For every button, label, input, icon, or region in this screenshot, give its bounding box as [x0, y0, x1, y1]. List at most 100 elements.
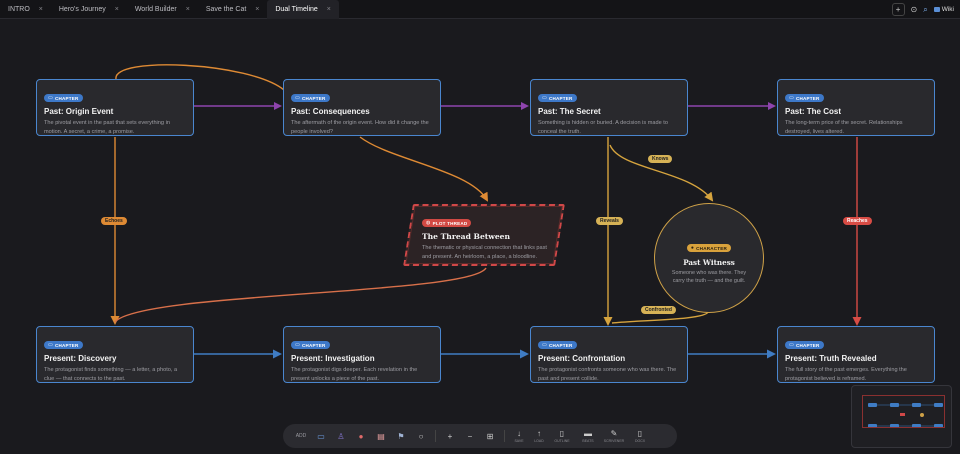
node-title: Past: Origin Event [44, 107, 114, 116]
tabbar-actions: + ⊙ ⌕ Wiki [891, 3, 954, 16]
person-icon: ● [690, 245, 695, 251]
edge-consequences-thread[interactable] [359, 136, 488, 202]
beats-icon: ▬ [584, 429, 592, 438]
thread-icon: ◍ [426, 220, 431, 226]
edge-label-reaches[interactable]: Reaches [843, 217, 872, 225]
node-description: Something is hidden or buried. A decisio… [538, 120, 668, 135]
grid-icon: ⊞ [486, 431, 494, 441]
node-title: Past: The Cost [785, 107, 842, 116]
node-present-confrontation[interactable]: ▭CHAPTER Present: Confrontation The prot… [530, 326, 688, 383]
add-event-button[interactable]: ⚑ [391, 426, 411, 446]
clock-icon[interactable]: ⊙ [910, 5, 918, 14]
node-character-past-witness[interactable]: ●CHARACTER Past Witness Someone who was … [654, 203, 764, 313]
bottom-toolbar: ADD ▭ ♙ ● ▤ ⚑ ○ + − ⊞ ↓SAVE ↑LOAD ▯OUTLI… [283, 424, 677, 448]
note-icon: ▤ [377, 431, 385, 441]
tab-world-builder[interactable]: World Builder× [127, 0, 198, 19]
node-description: The protagonist finds something — a lett… [44, 367, 178, 382]
add-note-button[interactable]: ▤ [371, 426, 391, 446]
close-icon[interactable]: × [326, 5, 331, 13]
chapter-badge: ▭CHAPTER [44, 341, 83, 349]
node-description: The aftermath of the origin event. How d… [291, 120, 429, 135]
outline-button[interactable]: ▯OUTLINE [554, 429, 570, 443]
book-icon: ▭ [789, 342, 794, 348]
chapter-badge: ▭CHAPTER [538, 341, 577, 349]
load-button[interactable]: ↑LOAD [534, 429, 544, 443]
node-description: Someone who was there. They carry the tr… [671, 270, 747, 284]
chapter-badge: ▭CHAPTER [538, 94, 577, 102]
edge-label-knows[interactable]: Knows [648, 155, 673, 163]
tab-heros-journey[interactable]: Hero's Journey× [51, 0, 127, 19]
book-icon: ▭ [48, 95, 53, 101]
flag-icon: ⚑ [397, 431, 405, 441]
add-character-button[interactable]: ♙ [331, 426, 351, 446]
node-description: The full story of the past emerges. Ever… [785, 367, 907, 382]
edge-label-confronted[interactable]: Confronted [641, 306, 676, 314]
node-present-truth-revealed[interactable]: ▭CHAPTER Present: Truth Revealed The ful… [777, 326, 935, 383]
tab-intro[interactable]: INTRO× [0, 0, 51, 19]
node-description: The protagonist confronts someone who wa… [538, 367, 677, 382]
tab-label: Dual Timeline [275, 5, 318, 13]
save-button[interactable]: ↓SAVE [514, 429, 524, 443]
node-past-the-cost[interactable]: ▭CHAPTER Past: The Cost The long-term pr… [777, 79, 935, 136]
close-icon[interactable]: × [114, 5, 119, 13]
add-chapter-button[interactable]: ▭ [311, 426, 331, 446]
book-icon: ▭ [542, 95, 547, 101]
node-plot-thread[interactable]: ◍PLOT THREAD The Thread Between The them… [403, 204, 565, 266]
tab-label: Save the Cat [205, 5, 247, 13]
book-icon: ▭ [295, 95, 300, 101]
toolbar-divider [435, 430, 436, 442]
person-icon: ♙ [337, 431, 345, 441]
node-description: The long-term price of the secret. Relat… [785, 120, 903, 135]
tab-dual-timeline[interactable]: Dual Timeline × [267, 0, 339, 19]
story-canvas[interactable]: Echoes Knows Reveals Reaches Confronted … [0, 20, 960, 454]
node-present-discovery[interactable]: ▭CHAPTER Present: Discovery The protagon… [36, 326, 194, 383]
node-title: Present: Confrontation [538, 354, 626, 363]
add-thread-button[interactable]: ○ [411, 426, 431, 446]
minimap-viewport[interactable] [862, 395, 945, 428]
book-icon: ▭ [789, 95, 794, 101]
node-past-consequences[interactable]: ▭CHAPTER Past: Consequences The aftermat… [283, 79, 441, 136]
close-icon[interactable]: × [185, 5, 190, 13]
scrivener-button[interactable]: ✎SCRIVENER [603, 429, 625, 443]
node-past-origin-event[interactable]: ▭CHAPTER Past: Origin Event The pivotal … [36, 79, 194, 136]
edge-label-reveals[interactable]: Reveals [596, 217, 623, 225]
node-description: The thematic or physical connection that… [422, 245, 547, 260]
zoom-in-button[interactable]: + [447, 431, 453, 441]
toolbar-divider [504, 430, 505, 442]
beats-button[interactable]: ▬BEATS [582, 429, 594, 443]
chapter-badge: ▭CHAPTER [291, 94, 330, 102]
wiki-label: Wiki [941, 6, 954, 13]
close-icon[interactable]: × [38, 5, 43, 13]
edge-origin-arc[interactable] [115, 64, 285, 91]
add-tab-button[interactable]: + [891, 3, 905, 16]
character-badge: ●CHARACTER [686, 244, 732, 252]
add-location-button[interactable]: ● [351, 426, 371, 446]
zoom-out-button[interactable]: − [467, 431, 473, 441]
upload-icon: ↑ [537, 429, 541, 438]
search-icon[interactable]: ⌕ [923, 4, 928, 14]
node-title: Past: Consequences [291, 107, 370, 116]
docx-button[interactable]: ▯DOCX [634, 429, 646, 443]
node-title: Past Witness [683, 258, 735, 267]
node-description: The protagonist digs deeper. Each revela… [291, 367, 418, 382]
edge-secret-witness[interactable] [609, 144, 714, 202]
node-past-the-secret[interactable]: ▭CHAPTER Past: The Secret Something is h… [530, 79, 688, 136]
circle-icon: ○ [418, 431, 424, 441]
edge-label-echoes[interactable]: Echoes [101, 217, 127, 225]
node-title: Past: The Secret [538, 107, 601, 116]
book-icon: ▭ [295, 342, 300, 348]
edge-thread-discovery[interactable] [114, 267, 487, 323]
tab-save-the-cat[interactable]: Save the Cat × [198, 0, 268, 19]
edge-witness-confrontation[interactable] [611, 311, 709, 324]
node-present-investigation[interactable]: ▭CHAPTER Present: Investigation The prot… [283, 326, 441, 383]
chapter-badge: ▭CHAPTER [44, 94, 83, 102]
download-icon: ↓ [517, 429, 521, 438]
wiki-button[interactable]: Wiki [933, 6, 954, 13]
book-icon: ▭ [542, 342, 547, 348]
minimap[interactable] [851, 385, 952, 448]
node-description: The pivotal event in the past that sets … [44, 120, 170, 135]
fit-view-button[interactable]: ⊞ [480, 426, 500, 446]
chapter-badge: ▭CHAPTER [291, 341, 330, 349]
close-icon[interactable]: × [255, 5, 260, 13]
